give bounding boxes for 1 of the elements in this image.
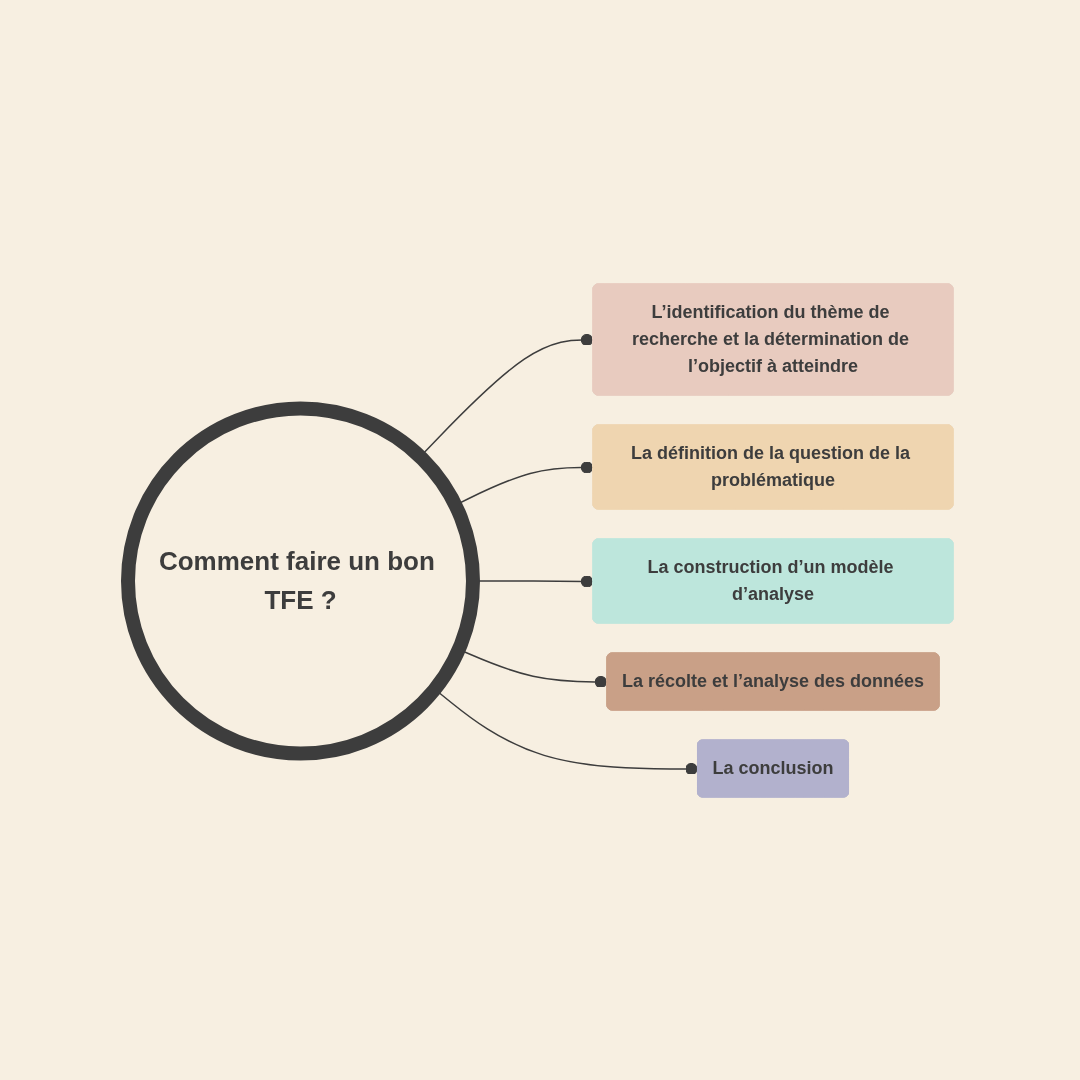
node-circle: Comment faire un bon TFE ? — [120, 401, 480, 760]
